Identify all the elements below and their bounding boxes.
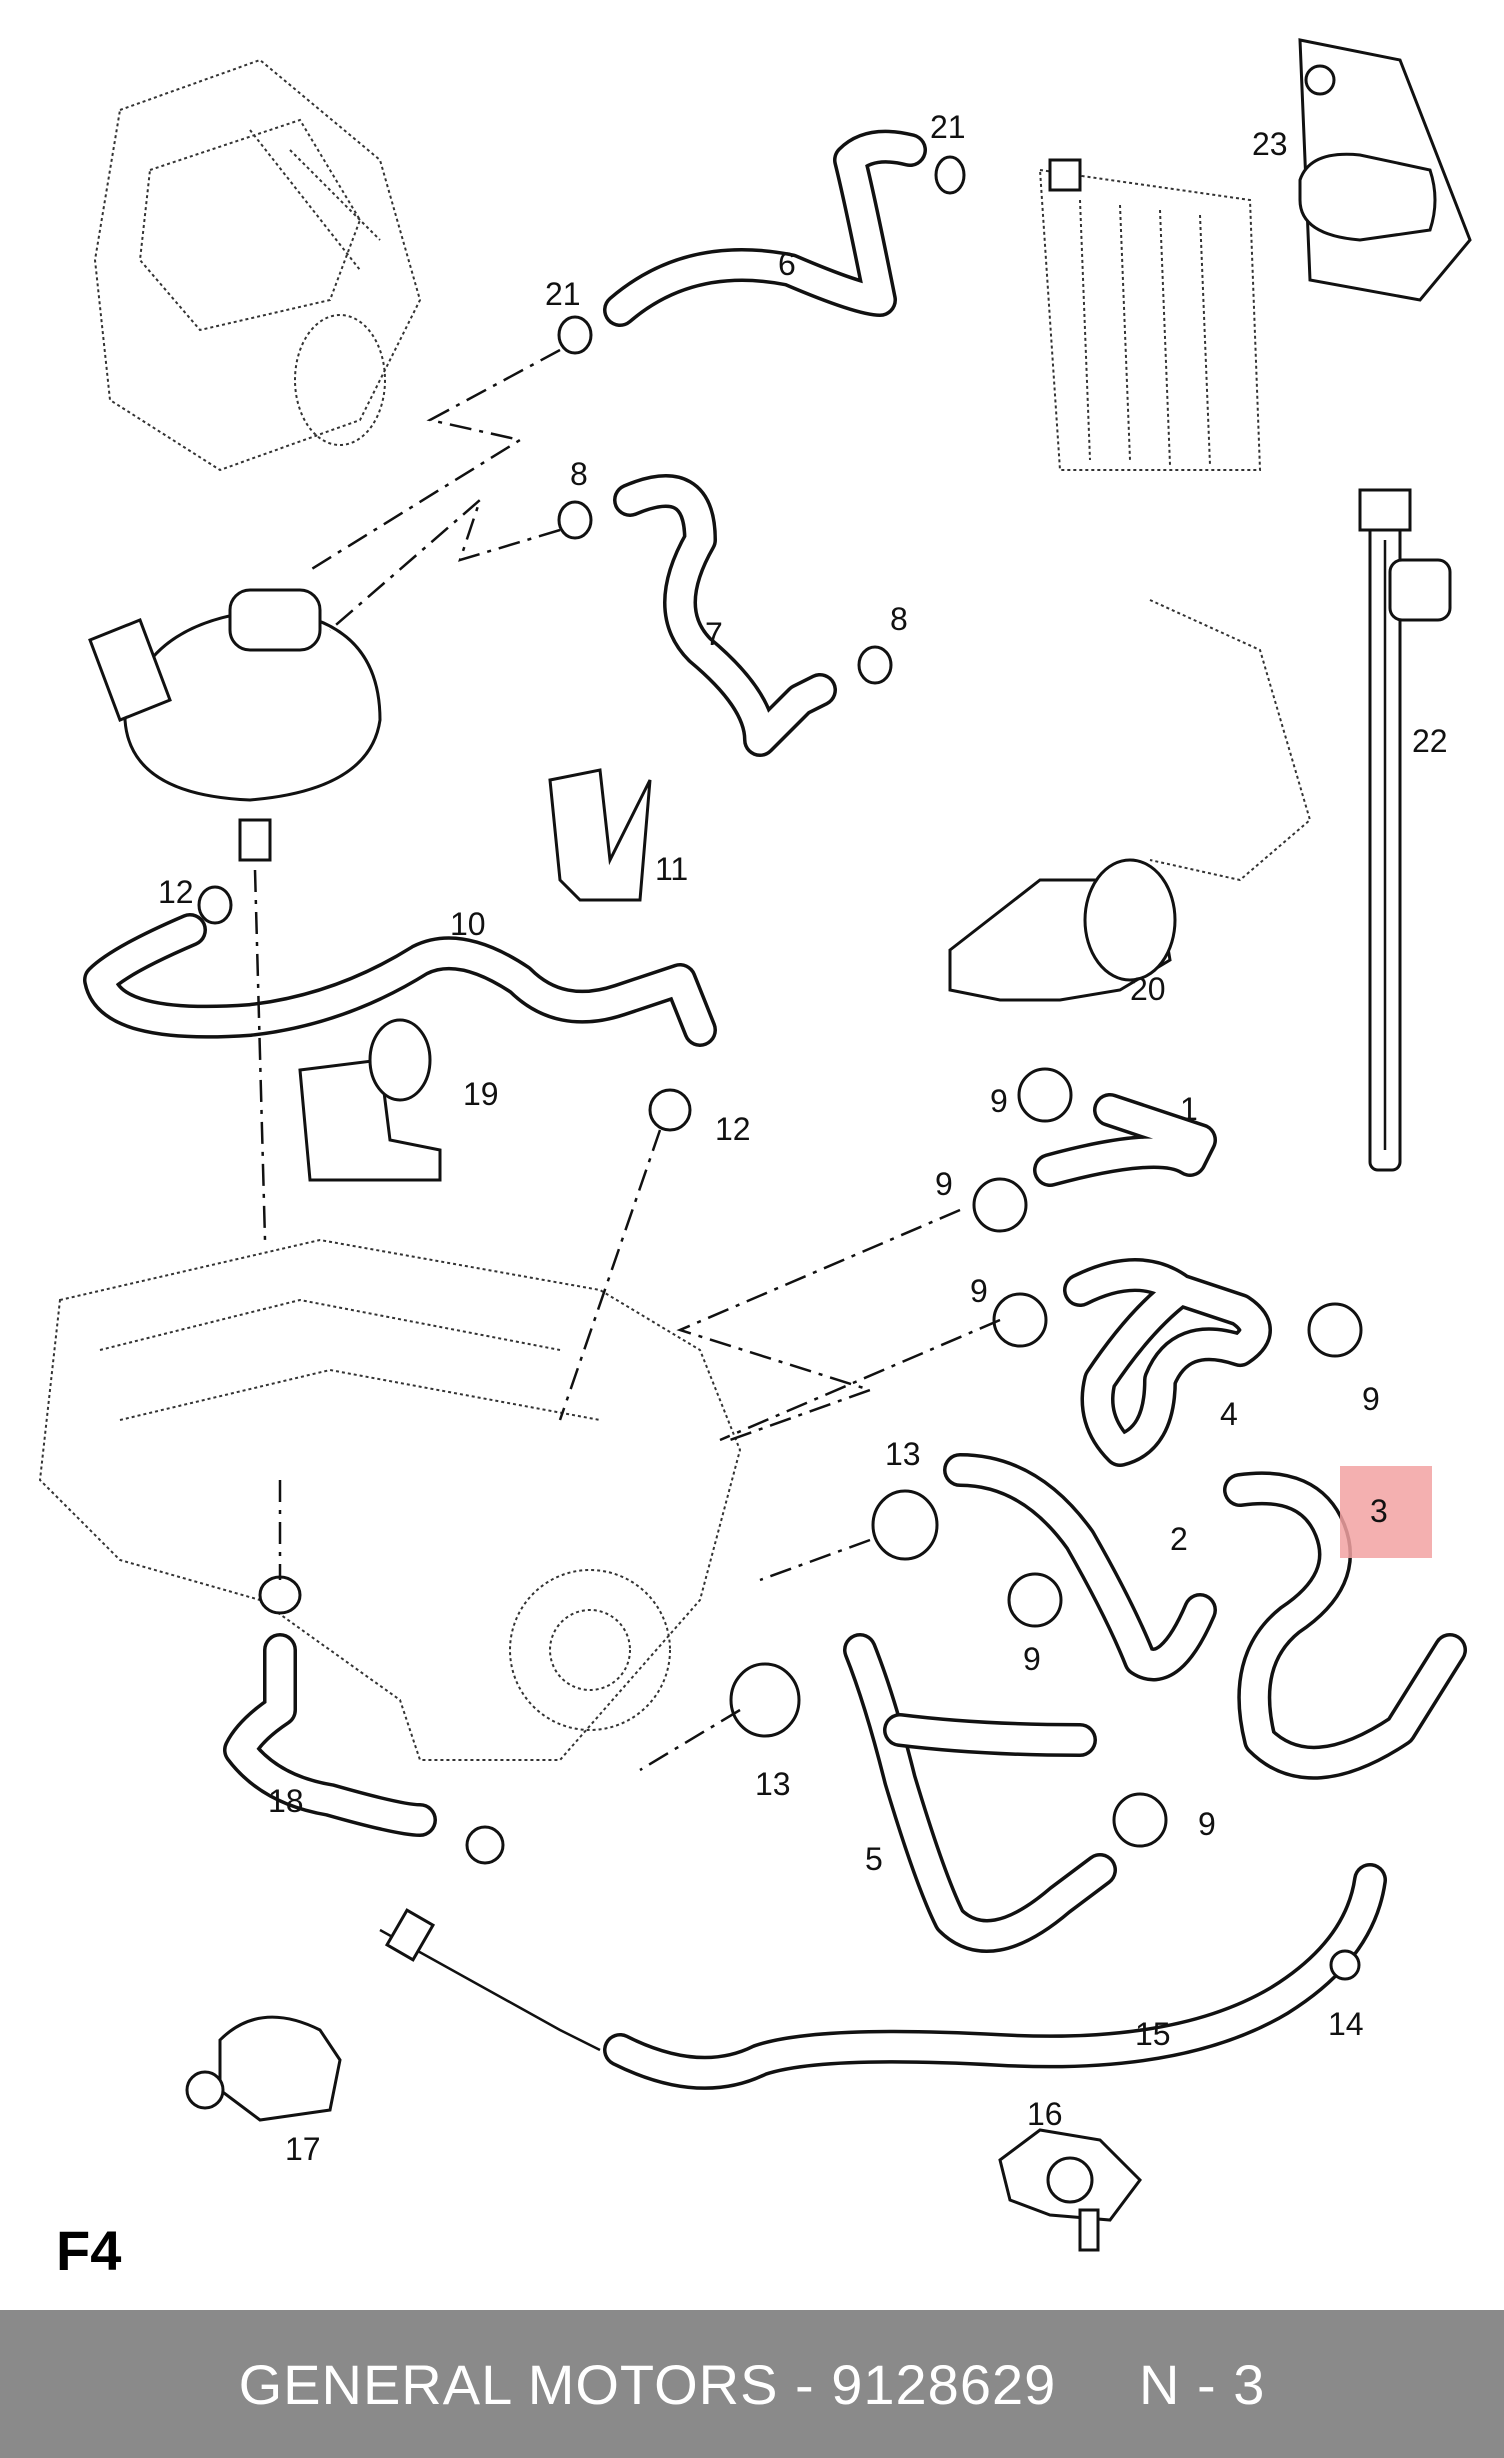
hose-part-4 (1063, 1258, 1272, 1467)
callout-15: 15 (1135, 2016, 1171, 2052)
callout-14: 14 (1328, 2006, 1364, 2042)
figure-label: F4 (56, 2219, 122, 2282)
callout-13a: 13 (885, 1436, 921, 1472)
parts-diagram: 1 2 3 4 5 6 7 8 8 9 9 9 9 9 9 10 11 12 1… (38, 38, 1472, 2252)
bracket-part-23 (1298, 38, 1472, 302)
vehicle-sketch (93, 58, 422, 472)
callout-19: 19 (463, 1076, 499, 1112)
callout-9b: 9 (935, 1166, 953, 1202)
callout-17: 17 (285, 2131, 321, 2167)
callout-10: 10 (450, 906, 486, 942)
callout-9a: 9 (990, 1083, 1008, 1119)
callout-23: 23 (1252, 126, 1288, 162)
callout-20: 20 (1130, 971, 1166, 1007)
callout-6: 6 (778, 246, 796, 282)
callout-16: 16 (1027, 2096, 1063, 2132)
callout-9f: 9 (1198, 1806, 1216, 1842)
callout-12a: 12 (158, 874, 194, 910)
hose-part-7 (613, 474, 837, 757)
hose-part-18 (223, 1633, 437, 1837)
hose-part-6 (603, 129, 927, 327)
callout-18: 18 (268, 1783, 304, 1819)
callout-8b: 8 (890, 601, 908, 637)
callout-12b: 12 (715, 1111, 751, 1147)
pipe-part-15 (379, 1863, 1387, 2090)
hose-part-1 (1033, 1093, 1217, 1187)
callout-4: 4 (1220, 1396, 1238, 1432)
radiator-sketch (1038, 158, 1262, 471)
expansion-tank (88, 588, 382, 862)
bracket-part-19 (298, 1018, 442, 1182)
callout-labels: 1 2 3 4 5 6 7 8 8 9 9 9 9 9 9 10 11 12 1… (158, 109, 1448, 2167)
cable-tie-part-22 (1358, 488, 1452, 1172)
callout-5: 5 (865, 1841, 883, 1877)
footer-text: GENERAL MOTORS - 9128629 N - 3 (238, 2352, 1266, 2416)
hose-part-10 (83, 913, 717, 1047)
thermostat-part-17 (185, 2015, 342, 2122)
callout-9e: 9 (1023, 1641, 1041, 1677)
leader-lines (253, 348, 1001, 1772)
callout-2: 2 (1170, 1521, 1188, 1557)
callout-1: 1 (1180, 1091, 1198, 1127)
callout-3: 3 (1370, 1493, 1388, 1529)
clamps (197, 155, 1363, 1981)
callout-8a: 8 (570, 456, 588, 492)
callout-9d: 9 (1362, 1381, 1380, 1417)
highlight-part-3 (1340, 1466, 1432, 1558)
engine-block-sketch (38, 1238, 742, 1761)
callout-9c: 9 (970, 1273, 988, 1309)
hose-part-2 (943, 1453, 1217, 1682)
thermostat-housing-part-20 (948, 599, 1312, 1002)
bracket-part-11 (548, 768, 652, 902)
bracket-part-16 (998, 2128, 1142, 2252)
callout-22: 22 (1412, 723, 1448, 759)
callout-13b: 13 (755, 1766, 791, 1802)
callout-21a: 21 (930, 109, 966, 145)
callout-7: 7 (705, 616, 723, 652)
callout-21b: 21 (545, 276, 581, 312)
footer-bar: GENERAL MOTORS - 9128629 N - 3 (0, 2310, 1504, 2458)
callout-11: 11 (655, 851, 688, 887)
hose-part-5 (843, 1633, 1117, 1953)
hose-part-3 (1223, 1471, 1467, 1780)
